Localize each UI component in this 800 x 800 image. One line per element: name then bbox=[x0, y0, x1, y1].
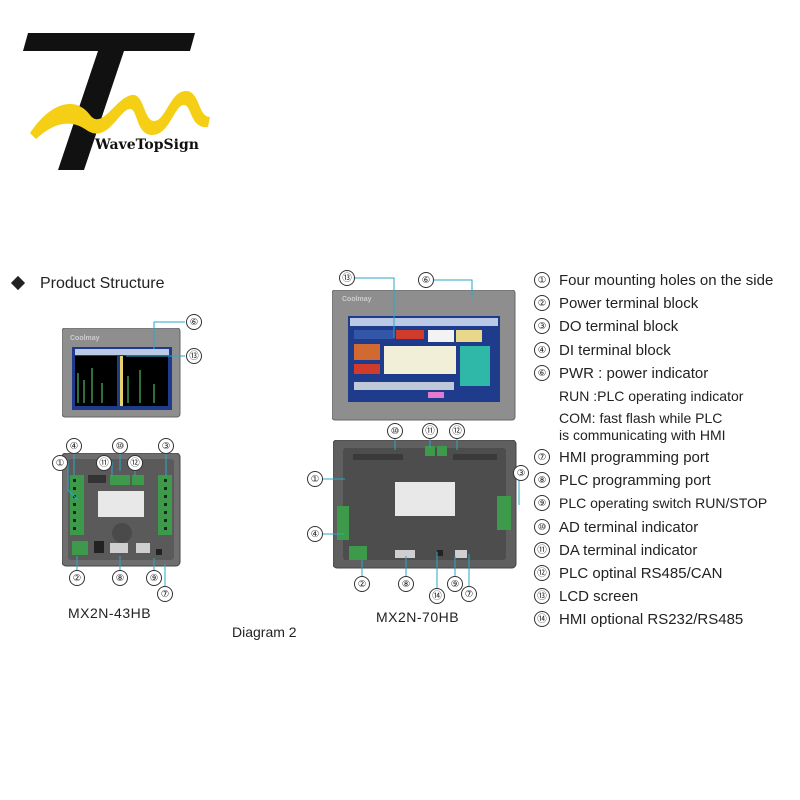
small-device-front bbox=[62, 328, 181, 418]
callout-2-small: ② bbox=[69, 570, 85, 586]
callout-7-large: ⑦ bbox=[461, 586, 477, 602]
callout-6-large: ⑥ bbox=[418, 272, 434, 288]
callout-4-large: ④ bbox=[307, 526, 323, 542]
callout-12-large: ⑫ bbox=[449, 423, 465, 439]
callout-8-large: ⑧ bbox=[398, 576, 414, 592]
callout-12-small: ⑫ bbox=[127, 455, 143, 471]
wavetopsign-logo bbox=[23, 33, 210, 170]
callout-10-small: ⑩ bbox=[112, 438, 128, 454]
callout-4-small: ④ bbox=[66, 438, 82, 454]
legend-item-6-com: COM: fast flash while PLC is communicati… bbox=[559, 409, 726, 443]
model-label-large: MX2N-70HB bbox=[376, 609, 460, 625]
callout-13-large: ⑬ bbox=[339, 270, 355, 286]
brand-name: WaveTopSign bbox=[95, 137, 199, 153]
large-device-front bbox=[332, 290, 516, 421]
callout-6-small: ⑥ bbox=[186, 314, 202, 330]
callout-9-small: ⑨ bbox=[146, 570, 162, 586]
callout-7-small: ⑦ bbox=[157, 586, 173, 602]
callout-3-small: ③ bbox=[158, 438, 174, 454]
callout-1-small: ① bbox=[52, 455, 68, 471]
section-title: Product Structure bbox=[40, 275, 165, 292]
small-device-logo: Coolmay bbox=[70, 335, 100, 342]
callout-11-large: ⑪ bbox=[422, 423, 438, 439]
callout-13-small: ⑬ bbox=[186, 348, 202, 364]
model-label-small: MX2N-43HB bbox=[68, 605, 152, 621]
legend-item-6-run: RUN :PLC operating indicator bbox=[559, 387, 744, 404]
callout-11-small: ⑪ bbox=[96, 455, 112, 471]
callout-14-large: ⑭ bbox=[429, 588, 445, 604]
diagram-caption: Diagram 2 bbox=[232, 624, 297, 640]
callout-2-large: ② bbox=[354, 576, 370, 592]
callout-3-large: ③ bbox=[513, 465, 529, 481]
large-device-back bbox=[333, 440, 517, 569]
small-device-back bbox=[62, 453, 181, 567]
callout-8-small: ⑧ bbox=[112, 570, 128, 586]
callout-1-large: ① bbox=[307, 471, 323, 487]
callout-10-large: ⑩ bbox=[387, 423, 403, 439]
callout-9-large: ⑨ bbox=[447, 576, 463, 592]
large-device-logo: Coolmay bbox=[342, 296, 372, 303]
